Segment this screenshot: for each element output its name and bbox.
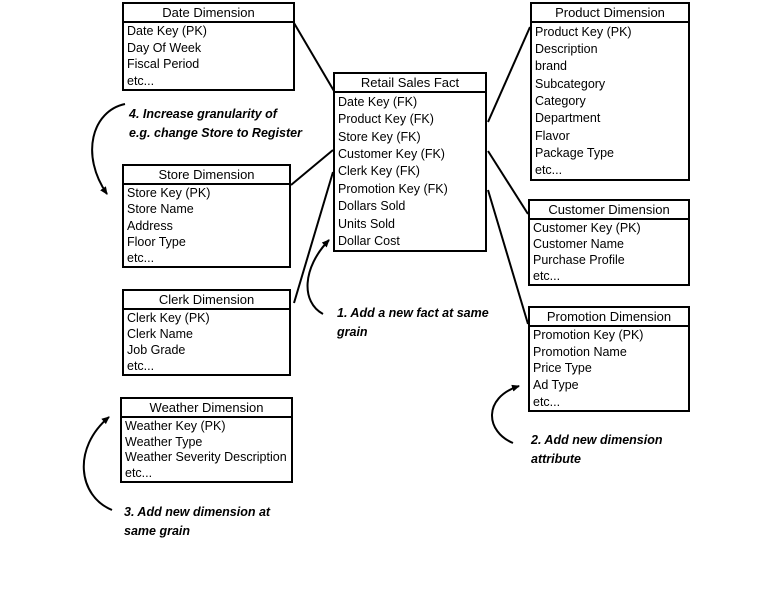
field-list: Customer Key (PK) Customer Name Purchase… xyxy=(530,220,688,284)
field-row: Customer Key (FK) xyxy=(338,147,445,162)
field-row: etc... xyxy=(127,250,155,265)
table-title: Clerk Dimension xyxy=(124,291,289,310)
connector-store-to-fact xyxy=(290,149,334,186)
field-list: Store Key (PK) Store Name Address Floor … xyxy=(124,185,289,266)
field-row: Day Of Week xyxy=(127,40,202,55)
field-row: Job Grade xyxy=(127,343,186,357)
annotation-line: 1. Add a new fact at same xyxy=(337,306,489,320)
annotation-line: 4. Increase granularity of xyxy=(129,107,277,121)
field-row: Purchase Profile xyxy=(533,253,625,267)
field-row: Weather Severity Description xyxy=(125,450,287,465)
field-list: Clerk Key (PK) Clerk Name Job Grade etc.… xyxy=(124,310,289,374)
field-row: Promotion Name xyxy=(533,344,627,359)
field-row: Promotion Key (FK) xyxy=(338,181,448,196)
connector-customer-to-fact xyxy=(487,150,529,215)
field-row: Fiscal Period xyxy=(127,57,200,72)
annotation-line: same grain xyxy=(124,524,191,538)
annotation-2-note: 2. Add new dimension attribute xyxy=(531,431,663,469)
field-list: Date Key (FK) Product Key (FK) Store Key… xyxy=(335,93,485,250)
field-row: Department xyxy=(535,111,601,126)
annotation-2-arrow xyxy=(491,384,520,444)
table-title: Customer Dimension xyxy=(530,201,688,220)
field-row: Subcategory xyxy=(535,76,606,91)
annotation-4-arrow xyxy=(91,103,126,195)
table-title: Weather Dimension xyxy=(122,399,291,418)
entity-table-product-dimension: Product Dimension Product Key (PK) Descr… xyxy=(530,2,690,181)
entity-table-date-dimension: Date Dimension Date Key (PK) Day Of Week… xyxy=(122,2,295,91)
entity-table-promotion-dimension: Promotion Dimension Promotion Key (PK) P… xyxy=(528,306,690,412)
field-list: Weather Key (PK) Weather Type Weather Se… xyxy=(122,418,291,481)
entity-table-retail-sales-fact: Retail Sales Fact Date Key (FK) Product … xyxy=(333,72,487,252)
annotation-line: 3. Add new dimension at xyxy=(124,505,271,519)
annotation-3-arrow xyxy=(82,416,113,511)
field-row: Store Key (PK) xyxy=(127,186,211,201)
connector-product-to-fact xyxy=(487,26,531,123)
field-row: Dollar Cost xyxy=(338,234,400,249)
field-row: Package Type xyxy=(535,145,614,160)
annotation-1-note: 1. Add a new fact at same grain xyxy=(337,304,489,342)
field-row: Floor Type xyxy=(127,234,186,249)
field-row: Address xyxy=(127,218,173,233)
annotation-3-note: 3. Add new dimension at same grain xyxy=(124,503,270,541)
field-row: Flavor xyxy=(535,128,570,143)
field-row: Dollars Sold xyxy=(338,199,406,214)
connector-date-to-fact xyxy=(293,22,335,92)
field-row: etc... xyxy=(533,269,561,283)
field-list: Date Key (PK) Day Of Week Fiscal Period … xyxy=(124,23,293,89)
field-row: Category xyxy=(535,93,586,108)
field-row: etc... xyxy=(533,394,561,409)
connector-clerk-to-fact xyxy=(293,171,334,304)
field-row: etc... xyxy=(535,163,563,178)
table-title: Store Dimension xyxy=(124,166,289,185)
field-row: Product Key (FK) xyxy=(338,112,434,127)
annotation-line: grain xyxy=(337,325,368,339)
entity-table-weather-dimension: Weather Dimension Weather Key (PK) Weath… xyxy=(120,397,293,483)
field-row: Product Key (PK) xyxy=(535,24,632,39)
table-title: Retail Sales Fact xyxy=(335,74,485,93)
field-row: Clerk Name xyxy=(127,327,193,341)
field-row: Store Key (FK) xyxy=(338,129,421,144)
connector-promotion-to-fact xyxy=(487,189,529,325)
field-row: Date Key (FK) xyxy=(338,94,418,109)
field-row: Weather Key (PK) xyxy=(125,418,226,433)
annotation-4-note: 4. Increase granularity of e.g. change S… xyxy=(129,105,302,143)
field-row: etc... xyxy=(127,359,155,373)
field-row: Customer Key (PK) xyxy=(533,221,641,235)
field-row: Customer Name xyxy=(533,237,624,251)
annotation-line: e.g. change Store to Register xyxy=(129,126,302,140)
table-title: Promotion Dimension xyxy=(530,308,688,327)
field-row: Clerk Key (FK) xyxy=(338,164,420,179)
field-row: Date Key (PK) xyxy=(127,24,207,39)
entity-table-customer-dimension: Customer Dimension Customer Key (PK) Cus… xyxy=(528,199,690,286)
field-row: Clerk Key (PK) xyxy=(127,311,210,325)
annotation-line: 2. Add new dimension xyxy=(531,433,663,447)
annotation-line: attribute xyxy=(531,452,581,466)
field-row: Units Sold xyxy=(338,216,395,231)
annotation-1-arrow xyxy=(306,239,330,315)
entity-table-clerk-dimension: Clerk Dimension Clerk Key (PK) Clerk Nam… xyxy=(122,289,291,376)
table-title: Date Dimension xyxy=(124,4,293,23)
field-row: Ad Type xyxy=(533,378,579,393)
field-list: Product Key (PK) Description brand Subca… xyxy=(532,23,688,179)
field-row: Store Name xyxy=(127,202,194,217)
table-title: Product Dimension xyxy=(532,4,688,23)
field-row: Promotion Key (PK) xyxy=(533,328,644,343)
field-row: Weather Type xyxy=(125,434,203,449)
field-row: brand xyxy=(535,59,567,74)
field-row: etc... xyxy=(125,466,153,481)
field-row: Description xyxy=(535,41,598,56)
field-row: Price Type xyxy=(533,361,592,376)
entity-table-store-dimension: Store Dimension Store Key (PK) Store Nam… xyxy=(122,164,291,268)
field-list: Promotion Key (PK) Promotion Name Price … xyxy=(530,327,688,410)
field-row: etc... xyxy=(127,73,155,88)
